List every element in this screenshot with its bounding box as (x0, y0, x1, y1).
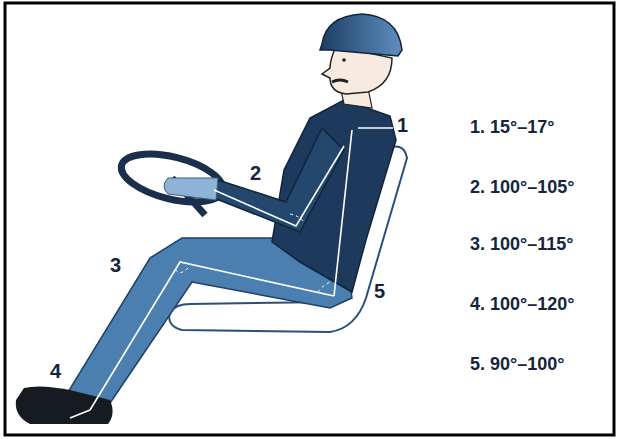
callout-number: 3 (110, 254, 121, 277)
eye (342, 58, 346, 62)
angle-arcs (176, 214, 330, 292)
elbow-arc (290, 214, 304, 222)
callout-number: 4 (50, 360, 61, 383)
arm-line (214, 146, 344, 226)
moustache (332, 80, 348, 82)
shoe (16, 386, 113, 424)
foot-line (70, 410, 90, 418)
leg-line (90, 262, 334, 410)
callout-number: 1 (397, 114, 408, 137)
steering-wheel (116, 145, 227, 211)
angle-range: 1. 15°–17° (470, 117, 554, 138)
frame (5, 3, 614, 435)
angle-range: 2. 100°–105° (470, 177, 574, 198)
posture-lines (70, 130, 352, 418)
glove (164, 178, 218, 200)
angle-range: 4. 100°–120° (470, 294, 574, 315)
leader-line (358, 127, 393, 128)
hip-arc (318, 282, 330, 292)
helmet (320, 14, 402, 56)
callout-number: 5 (374, 280, 385, 303)
back-line (334, 130, 352, 296)
knee-arc (176, 268, 188, 273)
arm (214, 128, 344, 232)
angle-range: 5. 90°–100° (470, 354, 564, 375)
angle-range: 3. 100°–115° (470, 234, 574, 255)
callout-number: 2 (250, 162, 261, 185)
